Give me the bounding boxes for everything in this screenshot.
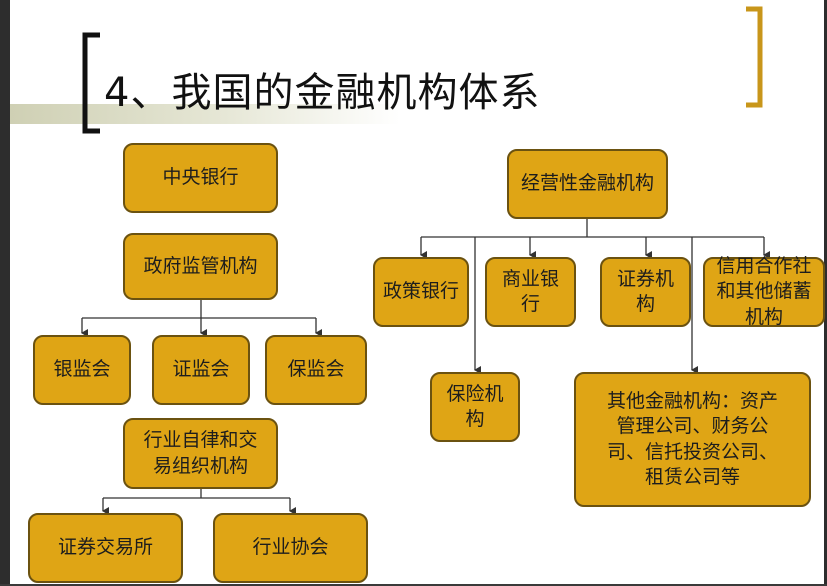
slide-title: 4、我国的金融机构体系 bbox=[104, 70, 541, 116]
title-underline-band bbox=[10, 104, 400, 124]
node-commercial-bank: 商业银行 bbox=[485, 257, 576, 327]
node-securities-institution: 证券机构 bbox=[600, 257, 691, 327]
node-circ: 保监会 bbox=[265, 335, 367, 405]
left-frame-bar bbox=[0, 0, 10, 586]
node-csrc: 证监会 bbox=[152, 335, 250, 405]
node-stock-exchange: 证券交易所 bbox=[28, 513, 183, 583]
bottom-frame-bar bbox=[0, 584, 827, 586]
node-industry-association: 行业协会 bbox=[213, 513, 368, 583]
node-commercial-financial-institutions: 经营性金融机构 bbox=[507, 149, 668, 219]
right-bracket-icon bbox=[746, 6, 763, 108]
node-self-regulatory: 行业自律和交易组织机构 bbox=[123, 418, 278, 489]
right-frame-bar bbox=[824, 0, 827, 586]
node-government-supervision: 政府监管机构 bbox=[123, 233, 278, 300]
node-credit-cooperative: 信用合作社和其他储蓄机构 bbox=[703, 255, 825, 328]
node-central-bank: 中央银行 bbox=[123, 143, 278, 213]
node-cbrc: 银监会 bbox=[33, 335, 131, 405]
node-insurance-institution: 保险机构 bbox=[430, 372, 520, 442]
node-policy-bank: 政策银行 bbox=[373, 257, 469, 327]
left-bracket-icon bbox=[82, 32, 100, 134]
node-other-financial-institutions: 其他金融机构：资产管理公司、财务公司、信托投资公司、租赁公司等 bbox=[574, 372, 811, 507]
